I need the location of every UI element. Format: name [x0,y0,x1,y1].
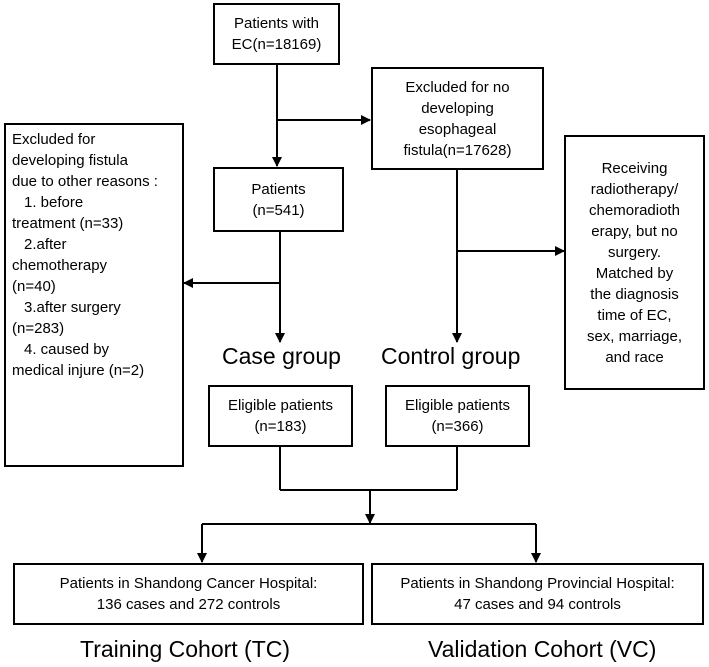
shandong-provincial-line-1: Patients in Shandong Provincial Hospital… [400,575,675,592]
receiving-line-1: Receiving [601,159,668,177]
shandong-cancer-line-1: Patients in Shandong Cancer Hospital: [59,575,318,592]
excluded-other-line-10: (n=283) [12,320,65,337]
patients-541-line-2: (n=541) [252,201,305,219]
excluded-other-line-9: 3.after surgery [24,299,121,316]
excluded-other-line-7: chemotherapy [12,257,108,274]
receiving-line-3: chemoradioth [589,201,680,219]
excluded-other-line-11: 4. caused by [24,341,110,358]
receiving-line-4: erapy, but no [591,222,678,240]
eligible-case-line-1: Eligible patients [227,397,334,414]
excluded-other-line-1: Excluded for [12,131,96,148]
receiving-line-6: Matched by [595,264,674,282]
excluded-other-reasons-box: Excluded for developing fistula due to o… [4,123,184,467]
excluded-other-line-6: 2.after [24,236,67,253]
receiving-line-7: the diagnosis [590,285,679,303]
control-group-label: Control group [381,343,521,369]
patients-ec-line-1: Patients with [233,15,320,32]
patients-541-line-1: Patients [251,180,306,198]
excluded-no-fistula-box: Excluded for no developing esophageal fi… [371,67,544,170]
receiving-line-8: time of EC, [597,306,672,324]
patients-ec-line-2: EC(n=18169) [231,36,322,53]
patients-541-box: Patients (n=541) [213,167,344,232]
receiving-line-9: sex, marriage, [586,327,683,345]
excluded-other-line-8: (n=40) [12,278,56,295]
shandong-cancer-line-2: 136 cases and 272 controls [96,596,281,613]
excluded-no-fistula-line-3: esophageal [418,120,497,138]
validation-cohort-label: Validation Cohort (VC) [428,636,657,662]
excluded-other-line-2: developing fistula [12,152,128,169]
eligible-case-box: Eligible patients (n=183) [208,385,353,447]
excluded-other-line-5: treatment (n=33) [12,215,124,232]
receiving-line-10: and race [605,348,664,366]
shandong-provincial-line-2: 47 cases and 94 controls [454,596,621,613]
receiving-radiotherapy-box: Receiving radiotherapy/ chemoradioth era… [564,135,705,390]
excluded-other-line-3: due to other reasons : [12,173,158,190]
receiving-line-2: radiotherapy/ [590,180,679,198]
patients-with-ec-box: Patients with EC(n=18169) [213,3,340,65]
excluded-no-fistula-line-4: fistula(n=17628) [403,141,512,159]
eligible-control-line-2: (n=366) [431,418,484,435]
excluded-no-fistula-line-1: Excluded for no [405,78,510,96]
receiving-line-5: surgery. [607,243,662,261]
excluded-no-fistula-line-2: developing [421,99,494,117]
case-group-label: Case group [222,343,341,369]
excluded-other-line-12: medical injure (n=2) [12,362,145,379]
eligible-control-box: Eligible patients (n=366) [385,385,530,447]
shandong-cancer-hospital-box: Patients in Shandong Cancer Hospital: 13… [13,563,364,625]
training-cohort-label: Training Cohort (TC) [80,636,291,662]
excluded-other-line-4: 1. before [24,194,84,211]
eligible-case-line-2: (n=183) [254,418,307,435]
shandong-provincial-hospital-box: Patients in Shandong Provincial Hospital… [371,563,704,625]
eligible-control-line-1: Eligible patients [404,397,511,414]
